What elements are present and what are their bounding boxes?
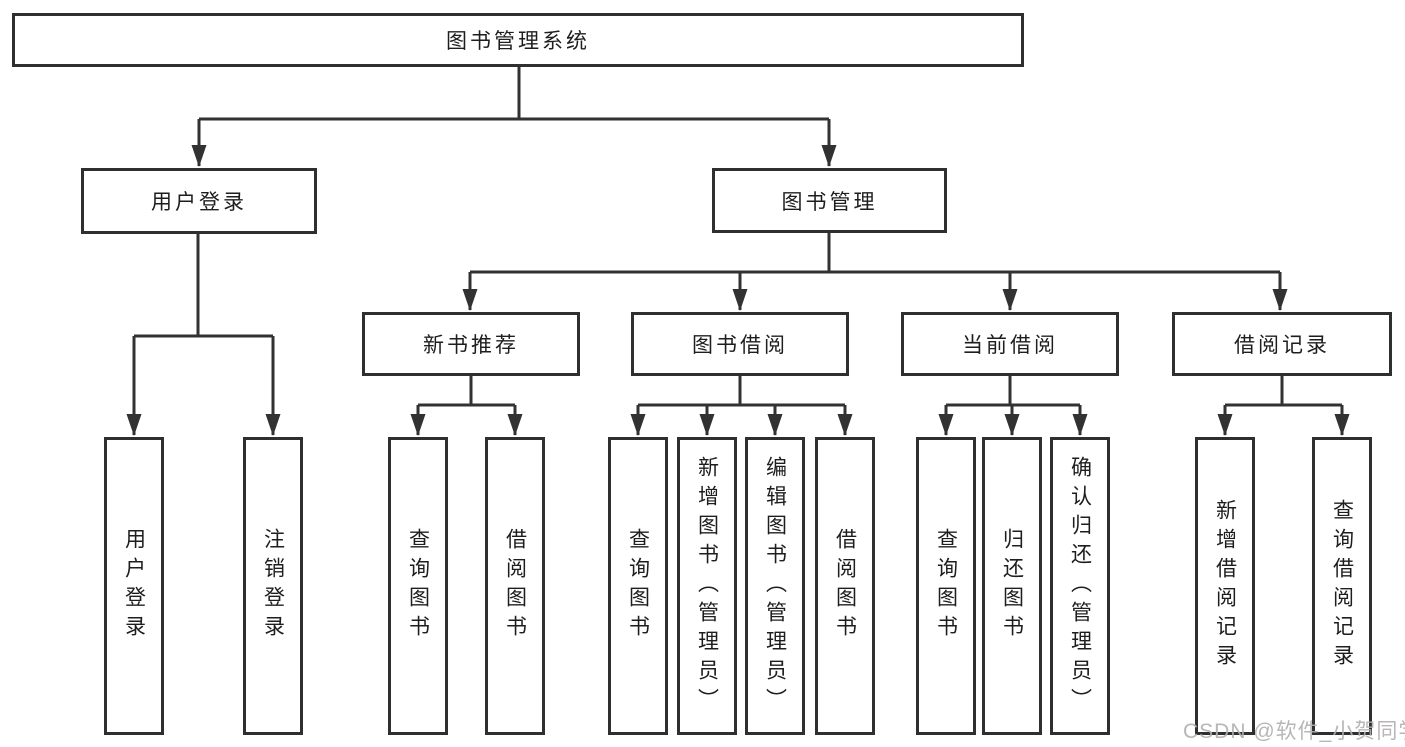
leaf-borrow-books-recommend: 借阅图书 bbox=[485, 437, 545, 735]
node-borrowing-records: 借阅记录 bbox=[1172, 312, 1392, 376]
node-label: 借阅记录 bbox=[1234, 334, 1330, 357]
node-label: 新增借阅记录 bbox=[1213, 499, 1237, 673]
node-label: 图书借阅 bbox=[692, 334, 788, 357]
leaf-add-books-admin: 新增图书（管理员） bbox=[677, 437, 737, 735]
leaf-add-borrow-record: 新增借阅记录 bbox=[1195, 437, 1255, 735]
node-label: 当前借阅 bbox=[962, 334, 1058, 357]
node-label: 确认归还（管理员） bbox=[1068, 455, 1092, 717]
leaf-logout: 注销登录 bbox=[243, 437, 303, 735]
leaf-borrow-books-borrow: 借阅图书 bbox=[815, 437, 875, 735]
node-label: 用户登录 bbox=[151, 191, 247, 214]
node-library-system: 图书管理系统 bbox=[12, 13, 1024, 67]
node-book-management: 图书管理 bbox=[712, 168, 947, 233]
leaf-confirm-return-admin: 确认归还（管理员） bbox=[1050, 437, 1110, 735]
node-new-book-recommendation: 新书推荐 bbox=[362, 312, 580, 376]
node-label: 查询图书 bbox=[406, 528, 430, 644]
node-user-login: 用户登录 bbox=[81, 168, 317, 234]
watermark: CSDN @软件_小贺同学 bbox=[1183, 720, 1405, 743]
node-label: 查询借阅记录 bbox=[1330, 499, 1354, 673]
node-label: 用户登录 bbox=[122, 528, 146, 644]
node-label: 借阅图书 bbox=[503, 528, 527, 644]
node-book-borrowing: 图书借阅 bbox=[631, 312, 849, 376]
leaf-query-books-recommend: 查询图书 bbox=[388, 437, 448, 735]
leaf-edit-books-admin: 编辑图书（管理员） bbox=[745, 437, 805, 735]
leaf-return-books: 归还图书 bbox=[982, 437, 1042, 735]
node-label: 图书管理系统 bbox=[446, 30, 590, 53]
leaf-query-books-current: 查询图书 bbox=[916, 437, 976, 735]
leaf-query-books-borrow: 查询图书 bbox=[608, 437, 668, 735]
node-label: 新书推荐 bbox=[423, 334, 519, 357]
node-label: 图书管理 bbox=[781, 190, 878, 214]
node-label: 查询图书 bbox=[626, 528, 650, 644]
node-label: 编辑图书（管理员） bbox=[763, 455, 787, 717]
node-label: 查询图书 bbox=[934, 528, 958, 644]
leaf-query-borrow-record: 查询借阅记录 bbox=[1312, 437, 1372, 735]
node-label: 注销登录 bbox=[261, 528, 285, 644]
node-label: 归还图书 bbox=[1000, 528, 1024, 644]
leaf-user-login: 用户登录 bbox=[104, 437, 164, 735]
node-label: 借阅图书 bbox=[833, 528, 857, 644]
node-current-borrowing: 当前借阅 bbox=[901, 312, 1119, 376]
node-label: 新增图书（管理员） bbox=[695, 455, 719, 717]
